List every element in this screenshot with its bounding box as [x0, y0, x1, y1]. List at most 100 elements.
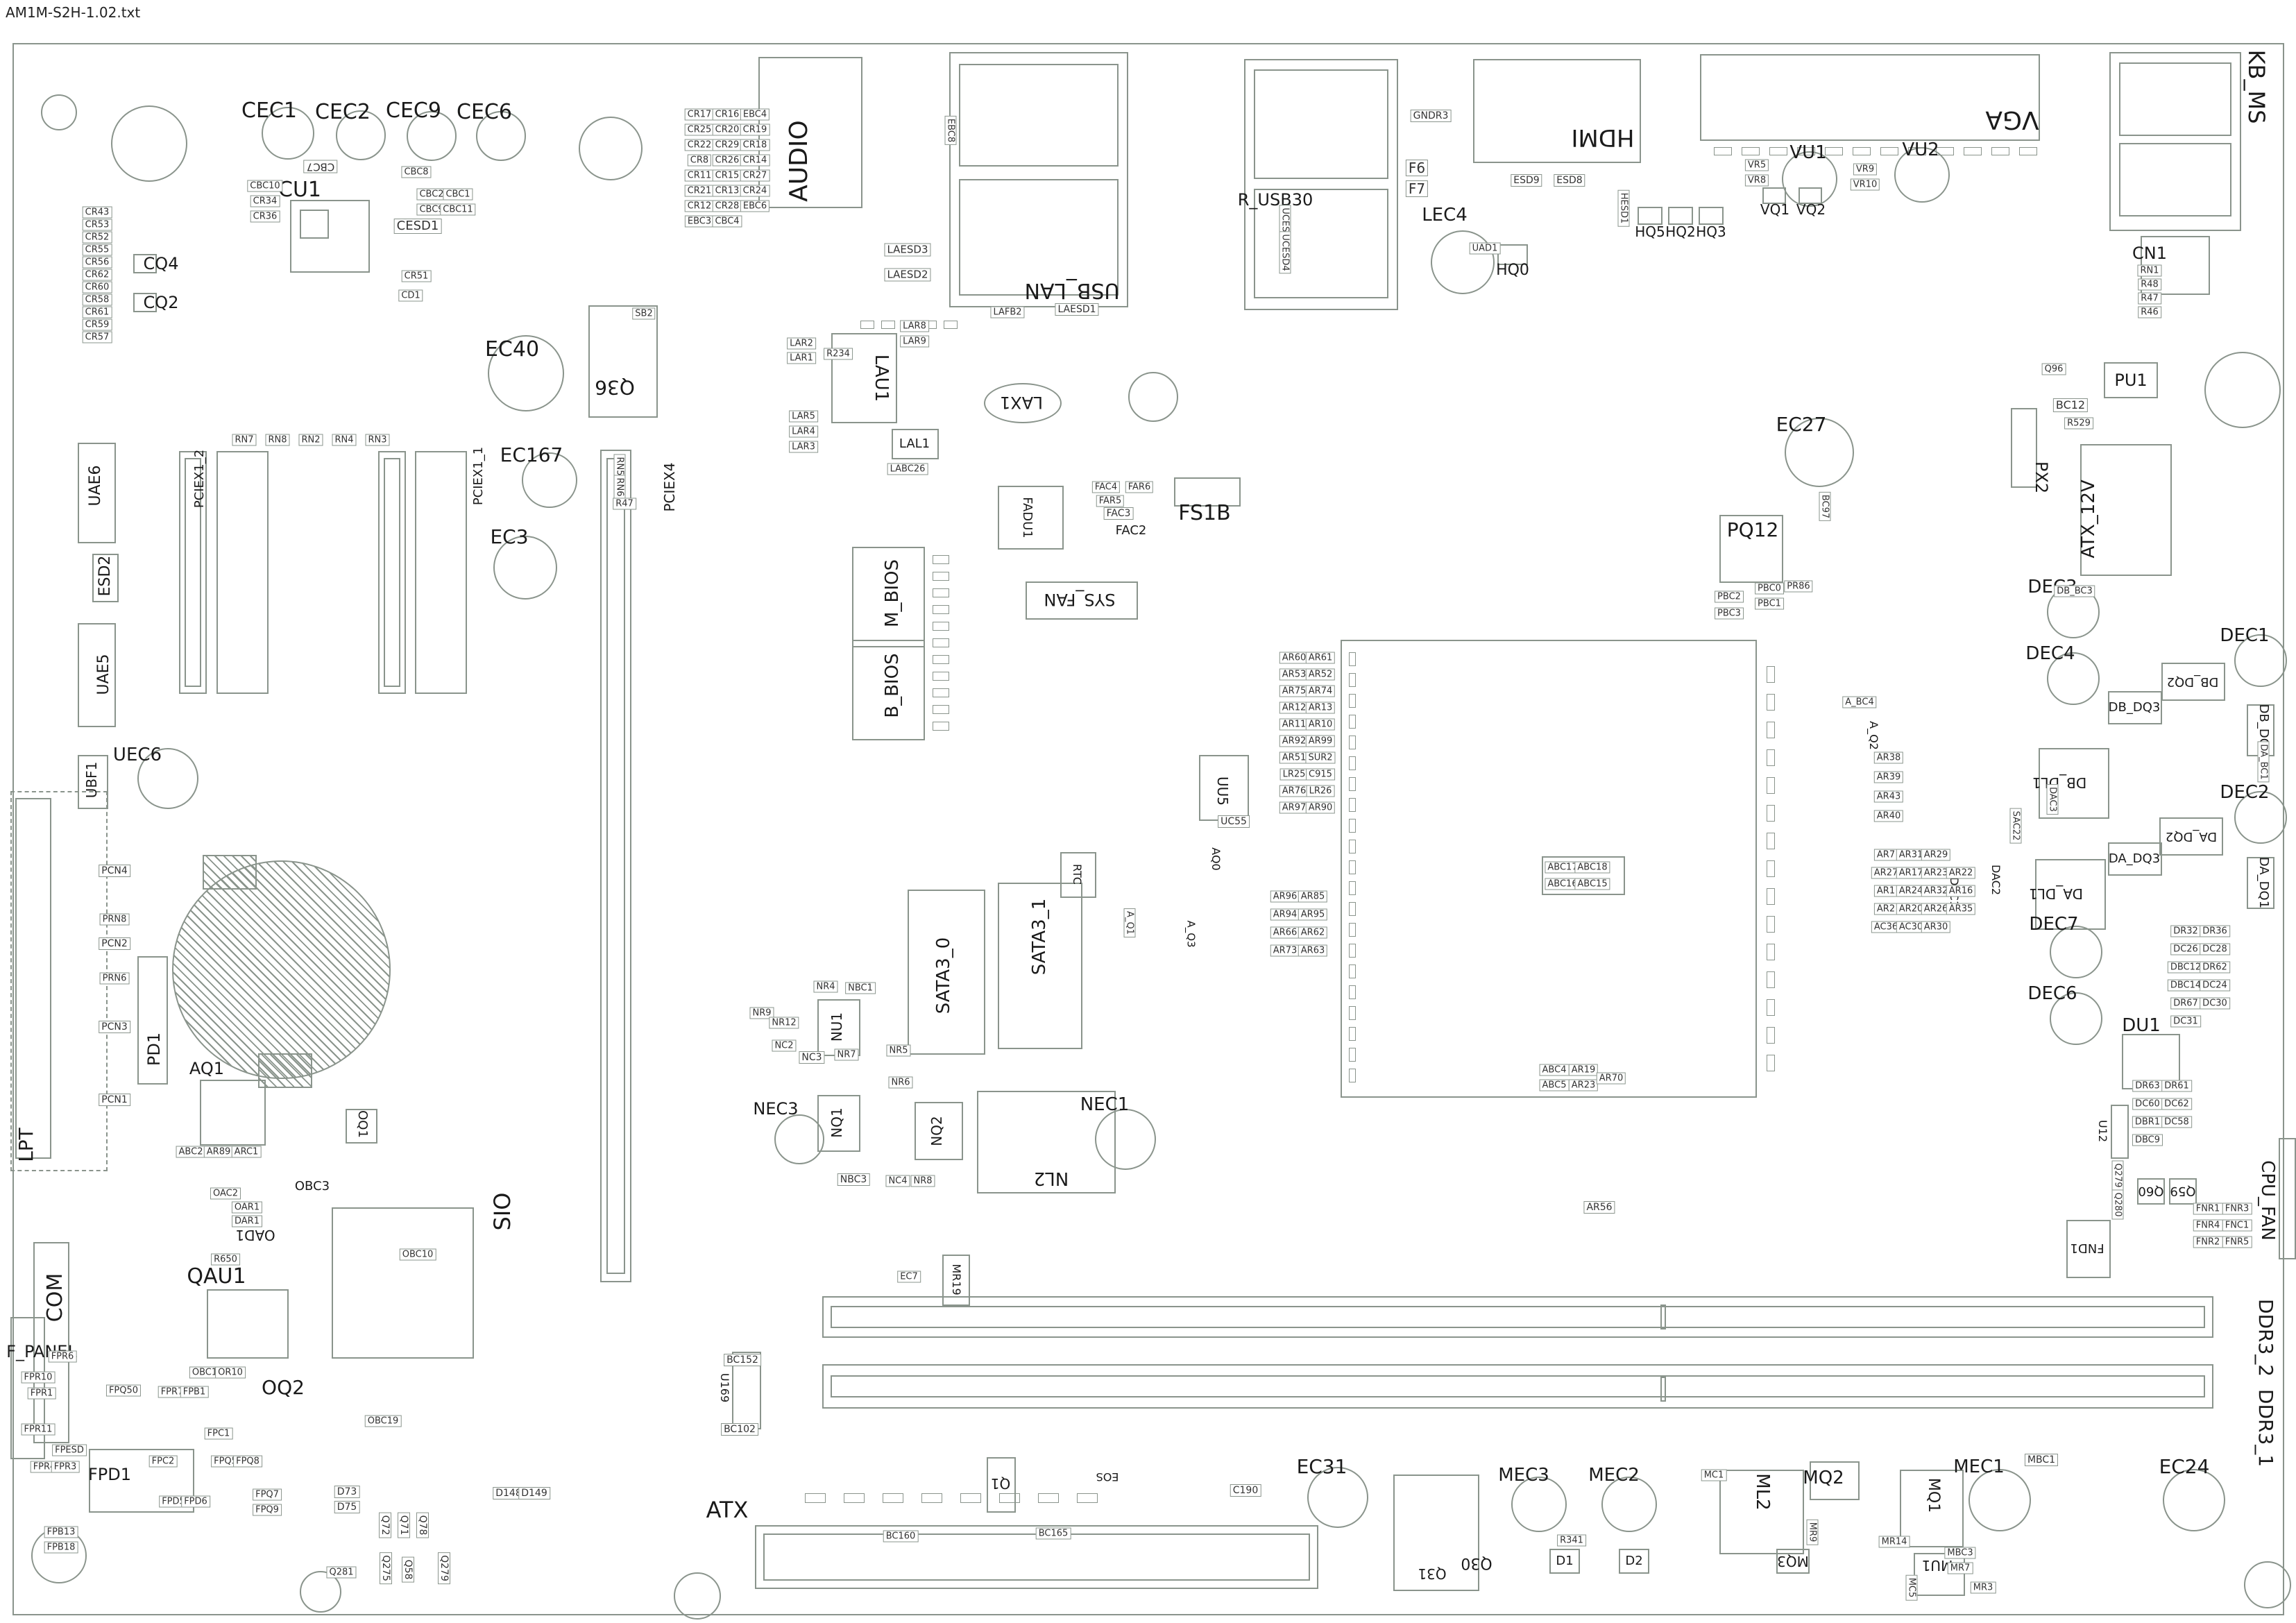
- label-laesd1: LAESD1: [1055, 303, 1099, 316]
- label-c915: C915: [1306, 768, 1335, 781]
- sata30-box: [908, 890, 985, 1055]
- uae5-conn: [78, 623, 116, 727]
- uae6-conn: [78, 443, 116, 543]
- label-ar2: AR2: [1873, 903, 1898, 915]
- label-cr29: CR29: [712, 139, 742, 151]
- label-fnr5: FNR5: [2222, 1236, 2252, 1248]
- cap-mec1: [1968, 1469, 2031, 1531]
- u12-box: [2111, 1105, 2129, 1159]
- dbdl1-box: [2039, 748, 2109, 819]
- label-mr9: MR9: [1806, 1519, 1819, 1545]
- dimm2-key: [1660, 1377, 1666, 1402]
- label-esd8: ESD8: [1554, 174, 1585, 187]
- bios-side-parts-pad: [933, 688, 949, 697]
- label-cr52: CR52: [82, 231, 112, 244]
- label-c190: C190: [1230, 1484, 1261, 1497]
- label-hq3: HQ3: [1696, 223, 1726, 240]
- lan-parts-pad: [881, 321, 895, 329]
- vga-under-parts-pad: [1742, 147, 1760, 155]
- label-ar19: AR19: [1568, 1064, 1599, 1076]
- label-db-dl1: DB_DL1: [2032, 774, 2087, 791]
- label-dr67: DR67: [2170, 997, 2201, 1010]
- dbdq3-box: [2108, 691, 2162, 724]
- label-pq12: PQ12: [1726, 518, 1779, 541]
- label-rn1: RN1: [2137, 264, 2162, 277]
- label-dec1: DEC1: [2220, 625, 2270, 646]
- label-cpu-fan: CPU_FAN: [2257, 1160, 2278, 1241]
- label-obc19: OBC19: [364, 1415, 402, 1427]
- hole-top-left: [41, 94, 77, 130]
- cap-ec24: [2163, 1469, 2225, 1531]
- atx-above-parts-pad: [999, 1493, 1020, 1503]
- label-nr5: NR5: [886, 1044, 911, 1057]
- socket-right-strip-pad: [1767, 1055, 1775, 1071]
- label-esd9: ESD9: [1511, 174, 1542, 187]
- label-ar11: AR11: [1279, 718, 1309, 731]
- label-cr16: CR16: [712, 108, 742, 121]
- label-ar61: AR61: [1305, 652, 1336, 664]
- label-cn1: CN1: [2132, 244, 2167, 263]
- cap-mec3: [1511, 1477, 1567, 1532]
- label-atx-12v: ATX_12V: [2078, 479, 2099, 559]
- pciex1-2-slot: [179, 451, 207, 694]
- label-nu1: NU1: [828, 1012, 845, 1042]
- label-fnr1: FNR1: [2193, 1203, 2223, 1215]
- label-ar53: AR53: [1279, 668, 1309, 681]
- socket-right-strip-pad: [1767, 694, 1775, 711]
- label-dar1: DAR1: [232, 1215, 262, 1227]
- q36-box: [588, 305, 658, 418]
- label-cr17: CR17: [684, 108, 715, 121]
- label-nr6: NR6: [888, 1076, 913, 1089]
- label-nc3: NC3: [799, 1051, 825, 1064]
- pciex1-1-slot: [378, 451, 406, 694]
- label-mr14: MR14: [1878, 1536, 1910, 1548]
- label-prn8: PRN8: [99, 913, 130, 926]
- socket-right-strip-pad: [1767, 888, 1775, 905]
- label-sac22: SAC22: [2009, 808, 2022, 844]
- label-oq2: OQ2: [262, 1376, 305, 1399]
- aq1-box: [200, 1080, 266, 1146]
- mq3-box: [1776, 1549, 1810, 1574]
- label-dac3: DAC3: [2046, 784, 2059, 815]
- cq4-box: [133, 254, 157, 273]
- cap-cec6: [476, 111, 526, 161]
- label-cr11: CR11: [684, 169, 715, 182]
- vga-under-parts-pad: [1825, 147, 1843, 155]
- cu1-box: [290, 200, 370, 273]
- label-cr60: CR60: [82, 281, 112, 294]
- fan-tab-top: [203, 855, 257, 890]
- label-audio: AUDIO: [785, 120, 813, 202]
- hq2-box: [1668, 207, 1693, 225]
- label-ar40: AR40: [1873, 810, 1904, 822]
- label-d73: D73: [334, 1486, 360, 1498]
- label-aq0: AQ0: [1209, 847, 1223, 871]
- label-ec40: EC40: [484, 337, 540, 362]
- label-mc1: MC1: [1701, 1469, 1727, 1481]
- label-d2: D2: [1625, 1554, 1643, 1568]
- pq12-box: [1719, 515, 1783, 583]
- label-lar2: LAR2: [787, 337, 816, 350]
- label-da-dq1: DA_DQ1: [2256, 856, 2271, 909]
- d2-box: [1619, 1549, 1649, 1574]
- label-dr32: DR32: [2170, 925, 2201, 937]
- ml2-box: [1719, 1470, 1804, 1554]
- qau1-box: [207, 1289, 289, 1359]
- label-cr43: CR43: [82, 206, 112, 219]
- label-pd1: PD1: [144, 1032, 164, 1067]
- label-lpt: LPT: [15, 1128, 37, 1162]
- label-fs1b: FS1B: [1178, 501, 1231, 525]
- label-hq0: HQ0: [1496, 262, 1529, 279]
- label-dec4: DEC4: [2025, 643, 2075, 664]
- label-usb-lan: USB_LAN: [1024, 278, 1120, 303]
- lax1-crystal: [984, 383, 1062, 423]
- label-ec7: EC7: [897, 1271, 921, 1283]
- label-cr20: CR20: [712, 124, 742, 136]
- label-obc3: OBC3: [294, 1179, 330, 1193]
- label-fpr7: FPR7: [158, 1386, 187, 1398]
- label-f6: F6: [1405, 160, 1429, 176]
- label-bc102: BC102: [721, 1423, 758, 1436]
- cap-cec9: [407, 111, 457, 161]
- label-dc26: DC26: [2170, 943, 2201, 955]
- label-nq1: NQ1: [828, 1107, 845, 1138]
- label-ebc8: EBC8: [944, 115, 957, 146]
